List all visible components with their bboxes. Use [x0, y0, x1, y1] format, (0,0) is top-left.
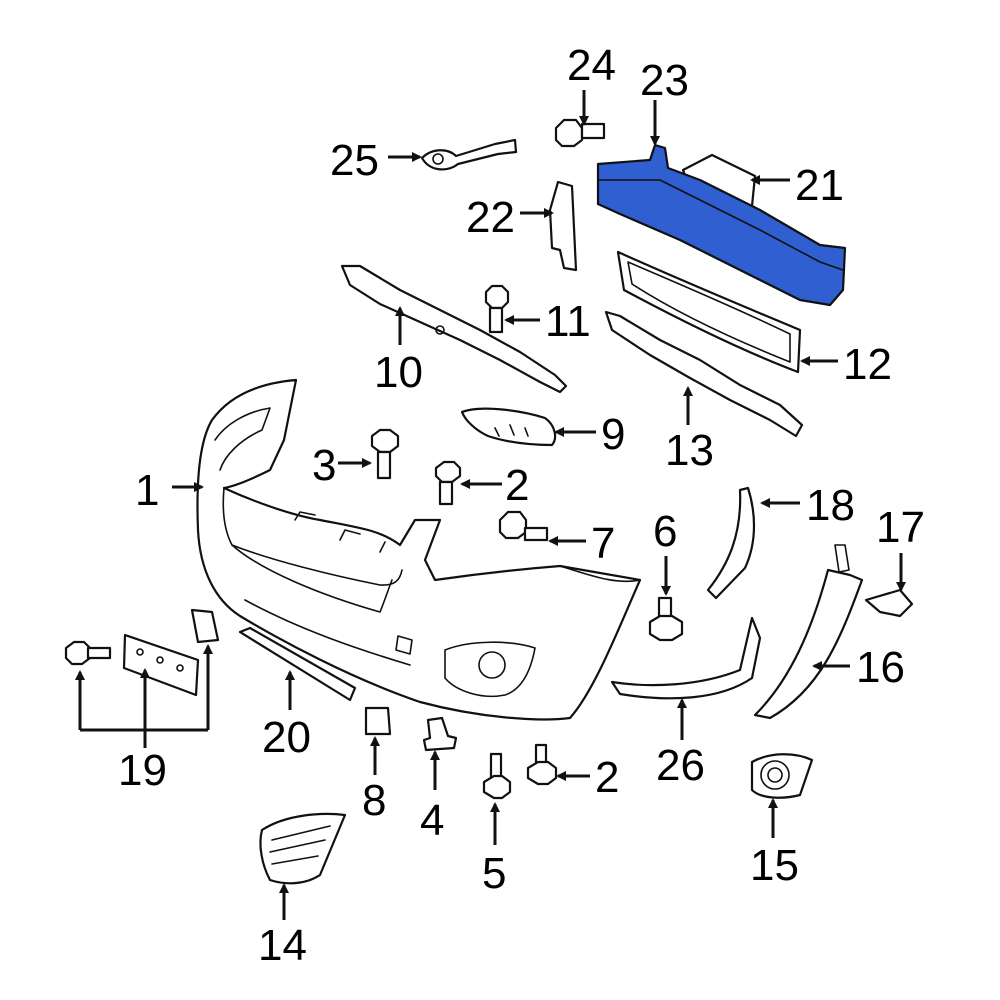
bolt-part-24 [554, 118, 606, 148]
retainer-part-17 [864, 588, 914, 618]
callout-18: 18 [806, 481, 855, 530]
callout-labels: 1 2 2 3 4 5 6 7 8 9 10 11 12 13 14 15 16… [118, 41, 925, 970]
fender-liner-part-16 [753, 544, 864, 720]
screw-part-5 [482, 752, 512, 800]
callout-2-upper: 2 [505, 461, 529, 510]
callout-6: 6 [653, 507, 677, 556]
leader-lines [75, 90, 906, 920]
callout-20: 20 [262, 713, 311, 762]
bolt-part-3 [370, 428, 400, 480]
callout-2-lower: 2 [595, 753, 619, 802]
lower-strip-part-20 [238, 626, 357, 702]
callout-21: 21 [795, 161, 844, 210]
lower-absorber-part-13 [604, 310, 804, 438]
callout-7: 7 [591, 519, 615, 568]
callout-5: 5 [482, 849, 506, 898]
callout-24: 24 [567, 41, 616, 90]
molding-strip-part-18 [706, 486, 756, 600]
callout-26: 26 [656, 741, 705, 790]
callout-17: 17 [876, 503, 925, 552]
callout-8: 8 [362, 776, 386, 825]
clip-part-4 [422, 716, 458, 752]
tow-hook-part-25 [420, 138, 518, 171]
callout-13: 13 [665, 426, 714, 475]
callout-19: 19 [118, 746, 167, 795]
callout-9: 9 [601, 410, 625, 459]
bumper-cover-part [196, 378, 642, 721]
lower-molding-part-26 [610, 616, 762, 700]
license-bracket-part-19 [64, 608, 220, 697]
callout-11: 11 [545, 297, 591, 346]
fog-lamp-part-15 [750, 753, 814, 799]
bolt-part-6 [648, 596, 684, 642]
clip-bolt-part-lower [526, 743, 558, 786]
callout-10: 10 [374, 348, 423, 397]
bumper-reinforcement-part-23 [596, 143, 847, 307]
callout-15: 15 [750, 841, 799, 890]
cap-part-8 [364, 706, 392, 736]
callout-14: 14 [258, 921, 307, 970]
callout-25: 25 [330, 136, 379, 185]
callout-4: 4 [420, 796, 444, 845]
callout-16: 16 [856, 643, 905, 692]
side-bracket-part-22 [548, 180, 578, 272]
callout-22: 22 [466, 193, 515, 242]
callout-12: 12 [843, 340, 892, 389]
bolt-part-7 [498, 510, 549, 542]
bracket-part-9 [460, 407, 557, 447]
callout-3: 3 [312, 441, 336, 490]
grille-frame-part-12 [616, 250, 802, 374]
bolt-part-11 [484, 284, 510, 334]
clip-bolt-part-upper [434, 460, 462, 506]
fog-lamp-bezel-part-14 [259, 812, 347, 885]
callout-23: 23 [640, 56, 689, 105]
callout-1: 1 [135, 466, 159, 515]
